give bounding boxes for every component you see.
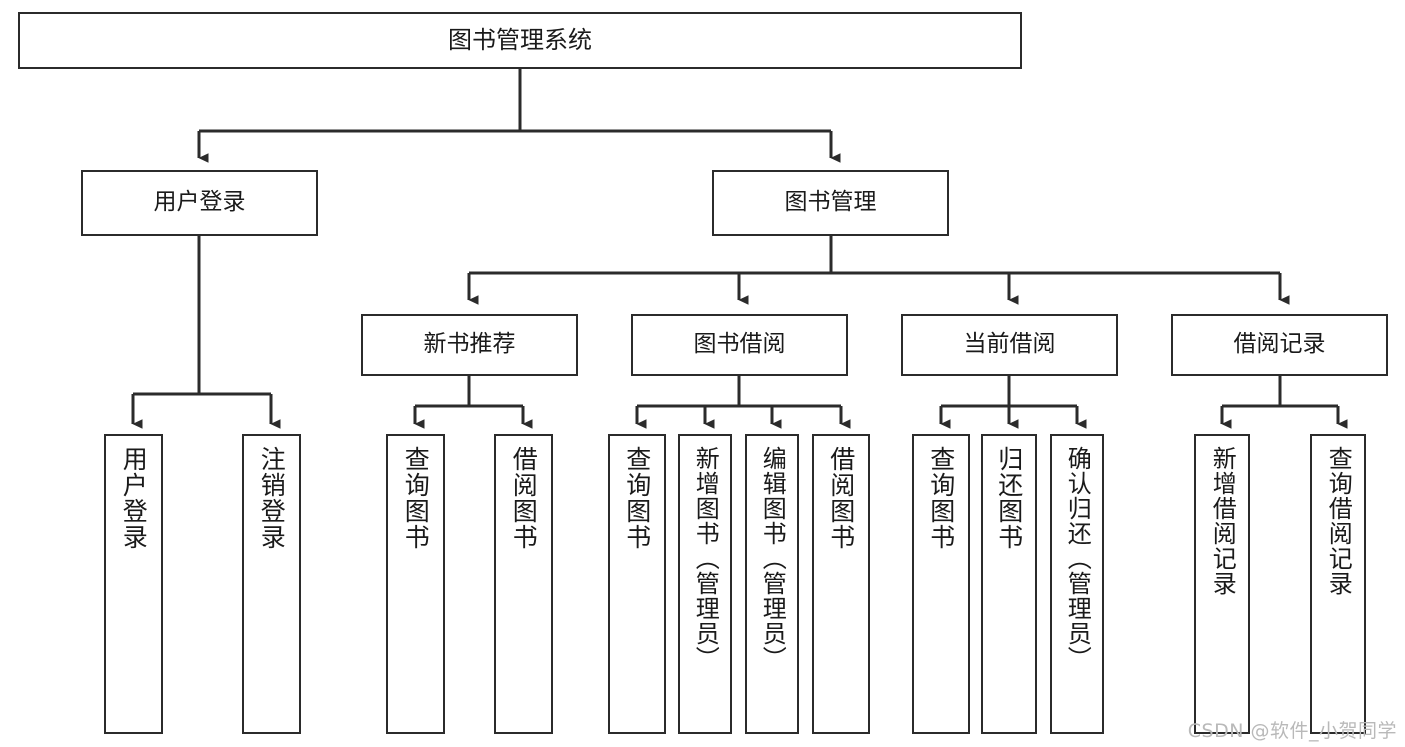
leaf-add-book-admin[interactable]: 新增图书（管理员） [678,434,732,734]
node-new-book-recommend[interactable]: 新书推荐 [361,314,578,376]
leaf-borrow-book-recommend[interactable]: 借阅图书 [494,434,553,734]
node-book-management[interactable]: 图书管理 [712,170,949,236]
node-label: 新增图书（管理员） [691,446,720,671]
node-label: 图书借阅 [693,331,786,358]
node-label: 归还图书 [994,446,1024,550]
node-label: 图书管理系统 [448,26,592,55]
node-label: 注销登录 [257,446,287,550]
node-label: 图书管理 [784,189,877,216]
node-label: 用户登录 [119,446,149,550]
leaf-query-book-borrow[interactable]: 查询图书 [608,434,666,734]
leaf-user-login[interactable]: 用户登录 [104,434,163,734]
node-label: 用户登录 [153,189,246,216]
node-label: 确认归还（管理员） [1063,446,1092,671]
node-label: 借阅图书 [509,446,539,550]
node-label: 借阅记录 [1233,331,1326,358]
node-current-borrow[interactable]: 当前借阅 [901,314,1118,376]
leaf-logout[interactable]: 注销登录 [242,434,301,734]
leaf-edit-book-admin[interactable]: 编辑图书（管理员） [745,434,799,734]
leaf-confirm-return-admin[interactable]: 确认归还（管理员） [1050,434,1104,734]
leaf-query-book-current[interactable]: 查询图书 [912,434,970,734]
node-label: 新书推荐 [423,331,516,358]
node-label: 查询图书 [401,446,431,550]
node-root-book-management-system[interactable]: 图书管理系统 [18,12,1022,69]
node-label: 查询图书 [926,446,956,550]
leaf-borrow-book[interactable]: 借阅图书 [812,434,870,734]
leaf-query-book-recommend[interactable]: 查询图书 [386,434,445,734]
node-label: 查询图书 [622,446,652,550]
leaf-return-book[interactable]: 归还图书 [981,434,1037,734]
leaf-query-borrow-record[interactable]: 查询借阅记录 [1310,434,1366,734]
leaf-add-borrow-record[interactable]: 新增借阅记录 [1194,434,1250,734]
node-label: 查询借阅记录 [1324,446,1353,596]
node-label: 当前借阅 [963,331,1056,358]
node-user-login[interactable]: 用户登录 [81,170,318,236]
node-label: 借阅图书 [826,446,856,550]
node-borrow-record[interactable]: 借阅记录 [1171,314,1388,376]
node-label: 编辑图书（管理员） [758,446,787,671]
node-book-borrow[interactable]: 图书借阅 [631,314,848,376]
node-label: 新增借阅记录 [1208,446,1237,596]
